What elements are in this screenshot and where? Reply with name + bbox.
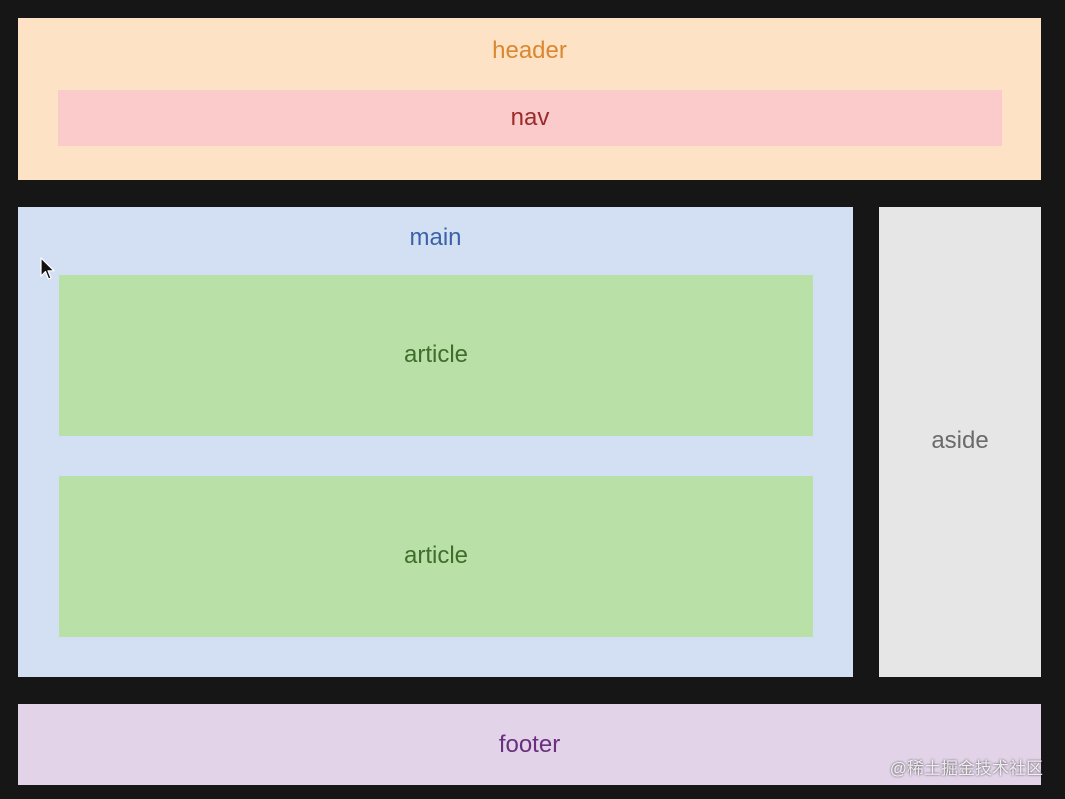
article-region: article — [59, 476, 813, 637]
header-label: header — [492, 37, 567, 64]
aside-label: aside — [931, 427, 989, 454]
mouse-pointer-icon — [40, 257, 55, 280]
article-label: article — [403, 341, 469, 368]
main-region: main article article — [18, 207, 853, 677]
main-label: main — [409, 224, 462, 251]
header-region: header nav — [18, 18, 1041, 180]
article-region: article — [59, 275, 813, 436]
nav-label: nav — [510, 104, 550, 131]
nav-region: nav — [58, 90, 1002, 146]
aside-region: aside — [879, 207, 1041, 677]
footer-region: footer — [18, 704, 1041, 785]
article-label: article — [403, 542, 469, 569]
footer-label: footer — [498, 731, 561, 758]
watermark-text: @稀土掘金技术社区 — [889, 759, 1043, 778]
